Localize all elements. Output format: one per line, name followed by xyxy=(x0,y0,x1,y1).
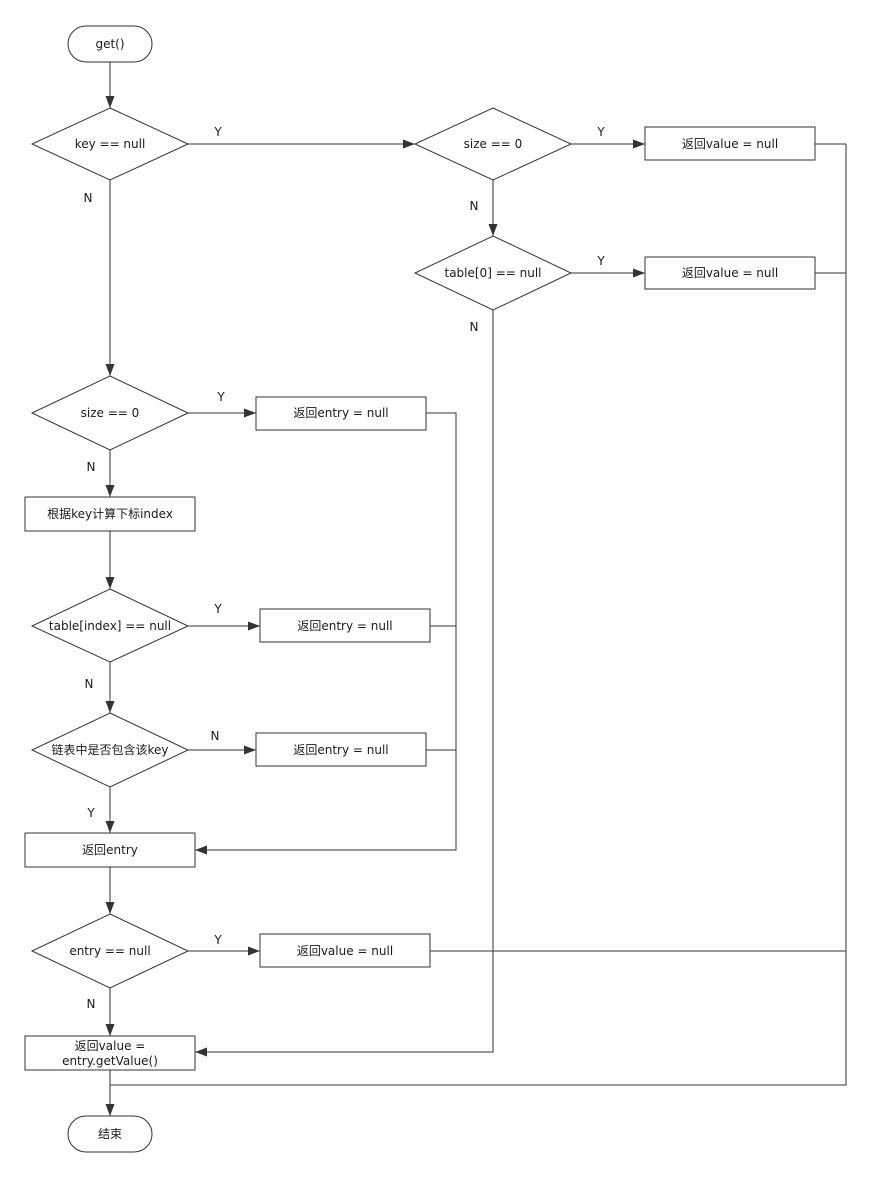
entry-is-null-yes-label: Y xyxy=(213,933,222,947)
size-is-zero-diamond xyxy=(30,375,190,451)
node-table-index-is-null: table[index] == null xyxy=(30,588,190,663)
edges xyxy=(105,62,847,1116)
return-entry-null-c-box xyxy=(255,732,427,767)
compute-index-box xyxy=(24,496,196,532)
edge-labels: Y N Y N Y N Y N Y N N Y Y N xyxy=(84,125,606,1011)
node-null-key-size-is-zero: size == 0 xyxy=(413,107,573,181)
return-value-null-c-box xyxy=(259,933,431,968)
list-contains-key-diamond xyxy=(30,712,190,788)
node-return-value-null-a: 返回value = null xyxy=(644,126,816,161)
return-entry-null-a-box xyxy=(255,396,427,431)
return-entry-null-a-label: 返回entry = null xyxy=(293,406,388,420)
return-value-label-line-2: entry.getValue() xyxy=(62,1054,158,1068)
null-key-size-is-zero-no-label: N xyxy=(470,199,479,213)
table0-is-null-yes-label: Y xyxy=(596,254,605,268)
size-is-zero-no-label: N xyxy=(87,460,96,474)
node-return-value: 返回value = entry.getValue() xyxy=(24,1035,196,1071)
edge-right-bus xyxy=(110,144,847,1086)
node-return-value-null-b: 返回value = null xyxy=(644,256,816,290)
node-table0-is-null: table[0] == null xyxy=(413,235,573,311)
node-return-entry-null-b: 返回entry = null xyxy=(259,608,431,643)
table-index-is-null-no-label: N xyxy=(85,677,94,691)
return-value-null-c-label: 返回value = null xyxy=(297,944,393,958)
table0-is-null-diamond xyxy=(413,235,573,311)
compute-index-label: 根据key计算下标index xyxy=(47,506,173,521)
return-entry-box xyxy=(24,832,196,868)
return-value-null-a-label: 返回value = null xyxy=(682,137,778,151)
return-value-null-a-box xyxy=(644,126,816,161)
return-value-label-line-1: 返回value = xyxy=(75,1039,146,1053)
entry-is-null-diamond xyxy=(30,913,190,989)
null-key-size-is-zero-label: size == 0 xyxy=(464,137,523,151)
return-entry-null-b-label: 返回entry = null xyxy=(297,619,392,633)
list-contains-key-label: 链表中是否包含该key xyxy=(51,742,168,757)
table0-is-null-label: table[0] == null xyxy=(444,266,541,280)
return-value-null-b-box xyxy=(644,256,816,290)
list-contains-key-yes-label: Y xyxy=(86,806,95,820)
entry-is-null-no-label: N xyxy=(87,997,96,1011)
key-is-null-diamond xyxy=(30,107,190,181)
end-terminal xyxy=(67,1115,153,1153)
key-is-null-yes-label: Y xyxy=(213,125,222,139)
return-entry-label: 返回entry xyxy=(82,843,138,857)
node-return-entry-null-a: 返回entry = null xyxy=(255,396,427,431)
node-return-entry: 返回entry xyxy=(24,832,196,868)
start-label: get() xyxy=(95,37,124,51)
return-entry-null-c-label: 返回entry = null xyxy=(293,743,388,757)
size-is-zero-yes-label: Y xyxy=(216,390,225,404)
size-is-zero-label: size == 0 xyxy=(81,406,140,420)
edge-table0-is-null-no xyxy=(195,310,494,1057)
table-index-is-null-diamond xyxy=(30,588,190,663)
node-entry-is-null: entry == null xyxy=(30,913,190,989)
key-is-null-no-label: N xyxy=(84,191,93,205)
return-entry-null-b-box xyxy=(259,608,431,643)
null-key-size-is-zero-diamond xyxy=(413,107,573,181)
entry-is-null-label: entry == null xyxy=(69,944,150,958)
node-start: get() xyxy=(67,25,153,63)
node-size-is-zero: size == 0 xyxy=(30,375,190,451)
end-label: 结束 xyxy=(98,1127,122,1141)
node-compute-index: 根据key计算下标index xyxy=(24,496,196,532)
node-return-entry-null-c: 返回entry = null xyxy=(255,732,427,767)
start-terminal xyxy=(67,25,153,63)
null-key-size-is-zero-yes-label: Y xyxy=(596,125,605,139)
return-value-null-b-label: 返回value = null xyxy=(682,266,778,280)
edge-middle-bus xyxy=(195,412,457,855)
node-end: 结束 xyxy=(67,1115,153,1153)
node-key-is-null: key == null xyxy=(30,107,190,181)
list-contains-key-no-label: N xyxy=(211,729,220,743)
node-list-contains-key: 链表中是否包含该key xyxy=(30,712,190,788)
node-return-value-null-c: 返回value = null xyxy=(259,933,431,968)
key-is-null-label: key == null xyxy=(75,137,146,151)
return-value-box xyxy=(24,1035,196,1071)
table0-is-null-no-label: N xyxy=(470,320,479,334)
table-index-is-null-yes-label: Y xyxy=(213,602,222,616)
table-index-is-null-label: table[index] == null xyxy=(49,619,171,633)
